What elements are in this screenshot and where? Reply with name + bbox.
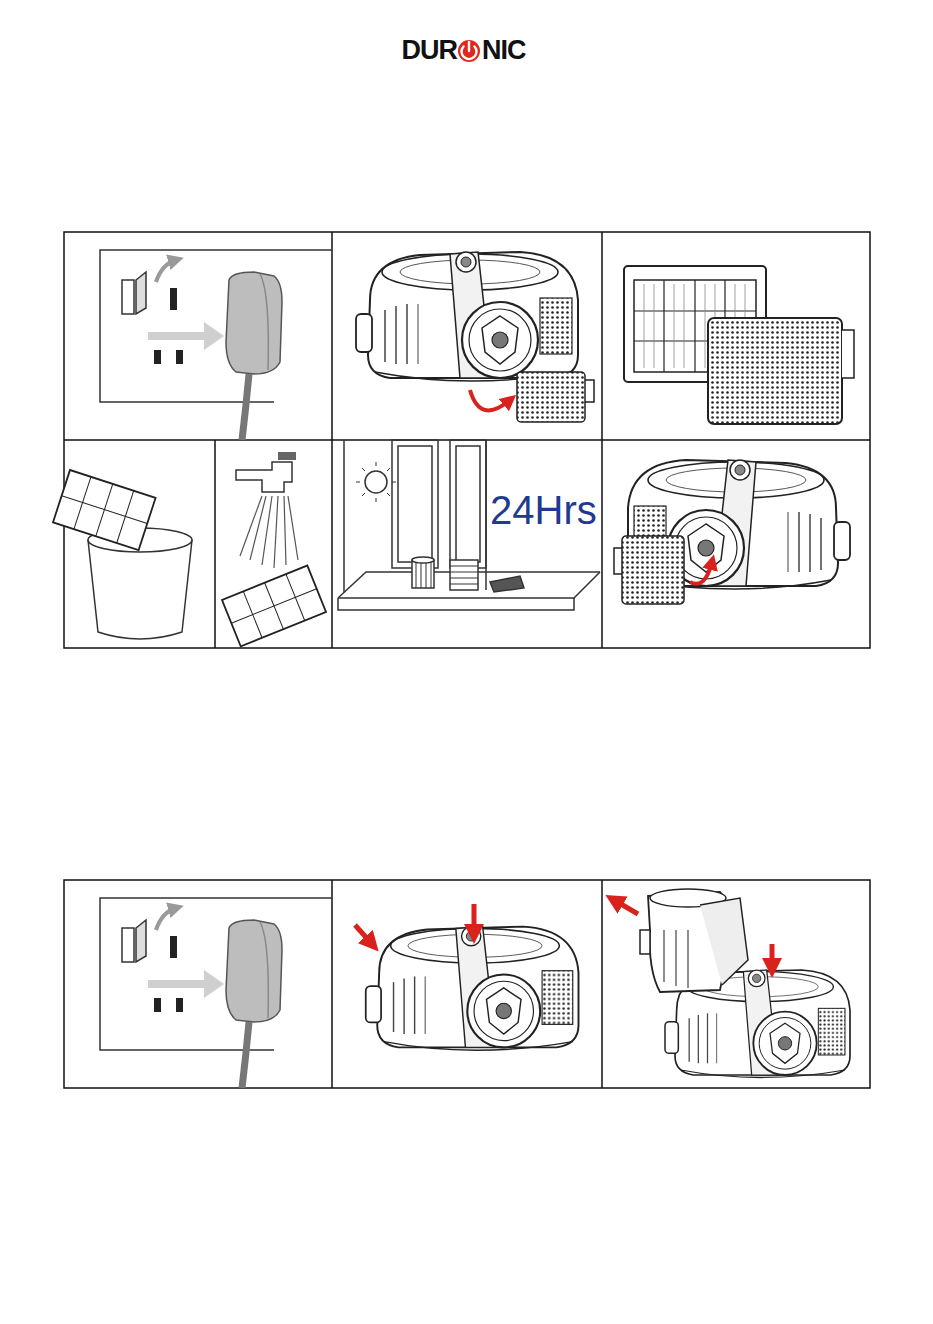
step-grid: [64, 880, 870, 1088]
remove-filter-picture: [356, 252, 594, 422]
unplug-picture: [100, 898, 332, 1088]
wash-picture: [53, 452, 326, 646]
logo-text: DUR: [402, 36, 458, 66]
press-release-picture: [355, 904, 579, 1050]
refit-filter-picture: [614, 460, 850, 604]
logo-text: NIC: [482, 36, 526, 66]
unplug-picture: [100, 250, 332, 440]
duration-label: 24Hrs: [490, 488, 597, 532]
remove-bin-picture: [614, 889, 850, 1078]
logo-icon: [458, 40, 480, 62]
dry-picture: [338, 440, 600, 610]
filters-picture: [624, 266, 854, 424]
step-grid: [64, 232, 870, 648]
